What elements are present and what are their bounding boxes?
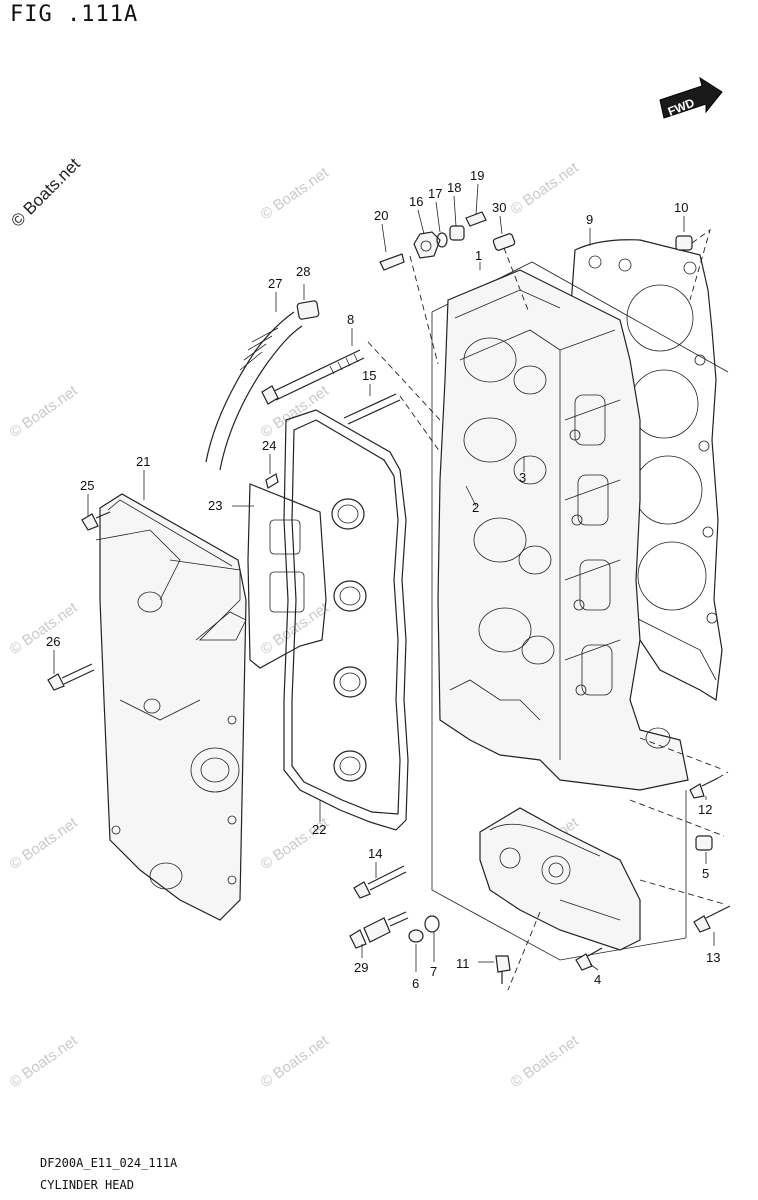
oil-pump-housing <box>479 807 641 991</box>
callout-18: 18 <box>447 180 461 195</box>
callout-20: 20 <box>374 208 388 223</box>
watermark: © Boats.net <box>508 1032 583 1091</box>
watermark: © Boats.net <box>258 164 333 223</box>
callout-6: 6 <box>412 976 419 991</box>
bolt-26 <box>47 663 95 691</box>
callout-24: 24 <box>262 438 276 453</box>
breather-hose <box>205 300 320 471</box>
head-cover-gasket <box>283 409 409 831</box>
callout-8: 8 <box>347 312 354 327</box>
bolt-25 <box>81 511 111 531</box>
callout-13: 13 <box>706 950 720 965</box>
assembly-reference-line <box>639 879 725 905</box>
callout-17: 17 <box>428 186 442 201</box>
callout-10: 10 <box>674 200 688 215</box>
cover-bolt-long <box>261 341 441 421</box>
spark-plug <box>349 911 409 949</box>
thermostat-cover <box>379 211 529 365</box>
watermark-main: © Boats.net <box>7 154 84 231</box>
watermark: © Boats.net <box>7 814 82 873</box>
callout-7: 7 <box>430 964 437 979</box>
callout-25: 25 <box>80 478 94 493</box>
callout-12: 12 <box>698 802 712 817</box>
callout-16: 16 <box>409 194 423 209</box>
dowel-5 <box>695 835 713 851</box>
callout-30: 30 <box>492 200 506 215</box>
bolt-12 <box>689 771 729 799</box>
callout-5: 5 <box>702 866 709 881</box>
cover-bolt <box>343 393 441 453</box>
bolt-13 <box>693 905 731 933</box>
watermark: © Boats.net <box>7 599 82 658</box>
watermark: © Boats.net <box>7 1032 82 1091</box>
callout-19: 19 <box>470 168 484 183</box>
callout-28: 28 <box>296 264 310 279</box>
callout-27: 27 <box>268 276 282 291</box>
callout-9: 9 <box>586 212 593 227</box>
figure-title: FIG .111A <box>10 2 139 27</box>
assembly-reference-line <box>639 737 725 771</box>
bolt-24 <box>265 473 279 489</box>
callout-1: 1 <box>475 248 482 263</box>
drawing-code: DF200A_E11_024_111A <box>40 1156 178 1170</box>
callout-3: 3 <box>519 470 526 485</box>
washer-6 <box>408 929 424 943</box>
callout-15: 15 <box>362 368 376 383</box>
bolt-11 <box>495 955 511 984</box>
callout-11: 11 <box>456 956 470 971</box>
callout-29: 29 <box>354 960 368 975</box>
assembly-reference-line <box>629 799 725 837</box>
cylinder-head <box>437 269 689 791</box>
callout-14: 14 <box>368 846 382 861</box>
dowel-pin <box>675 228 711 301</box>
watermark: © Boats.net <box>258 1032 333 1091</box>
watermark: © Boats.net <box>508 159 583 218</box>
fwd-arrow-icon: FWD <box>659 76 723 119</box>
callout-26: 26 <box>46 634 60 649</box>
callout-23: 23 <box>208 498 222 513</box>
callout-21: 21 <box>136 454 150 469</box>
bolt-14 <box>353 865 407 899</box>
leader-lines <box>53 183 715 972</box>
drawing-name: CYLINDER HEAD <box>40 1178 134 1192</box>
watermark: © Boats.net <box>7 382 82 441</box>
callout-22: 22 <box>312 822 326 837</box>
cylinder-head-cover <box>95 493 247 921</box>
bolt-4 <box>575 947 603 971</box>
callout-labels: 1 2 3 4 5 6 7 8 9 10 11 12 13 14 15 16 1… <box>46 168 720 991</box>
callout-4: 4 <box>594 972 601 987</box>
o-ring-7 <box>424 915 440 933</box>
callout-2: 2 <box>472 500 479 515</box>
